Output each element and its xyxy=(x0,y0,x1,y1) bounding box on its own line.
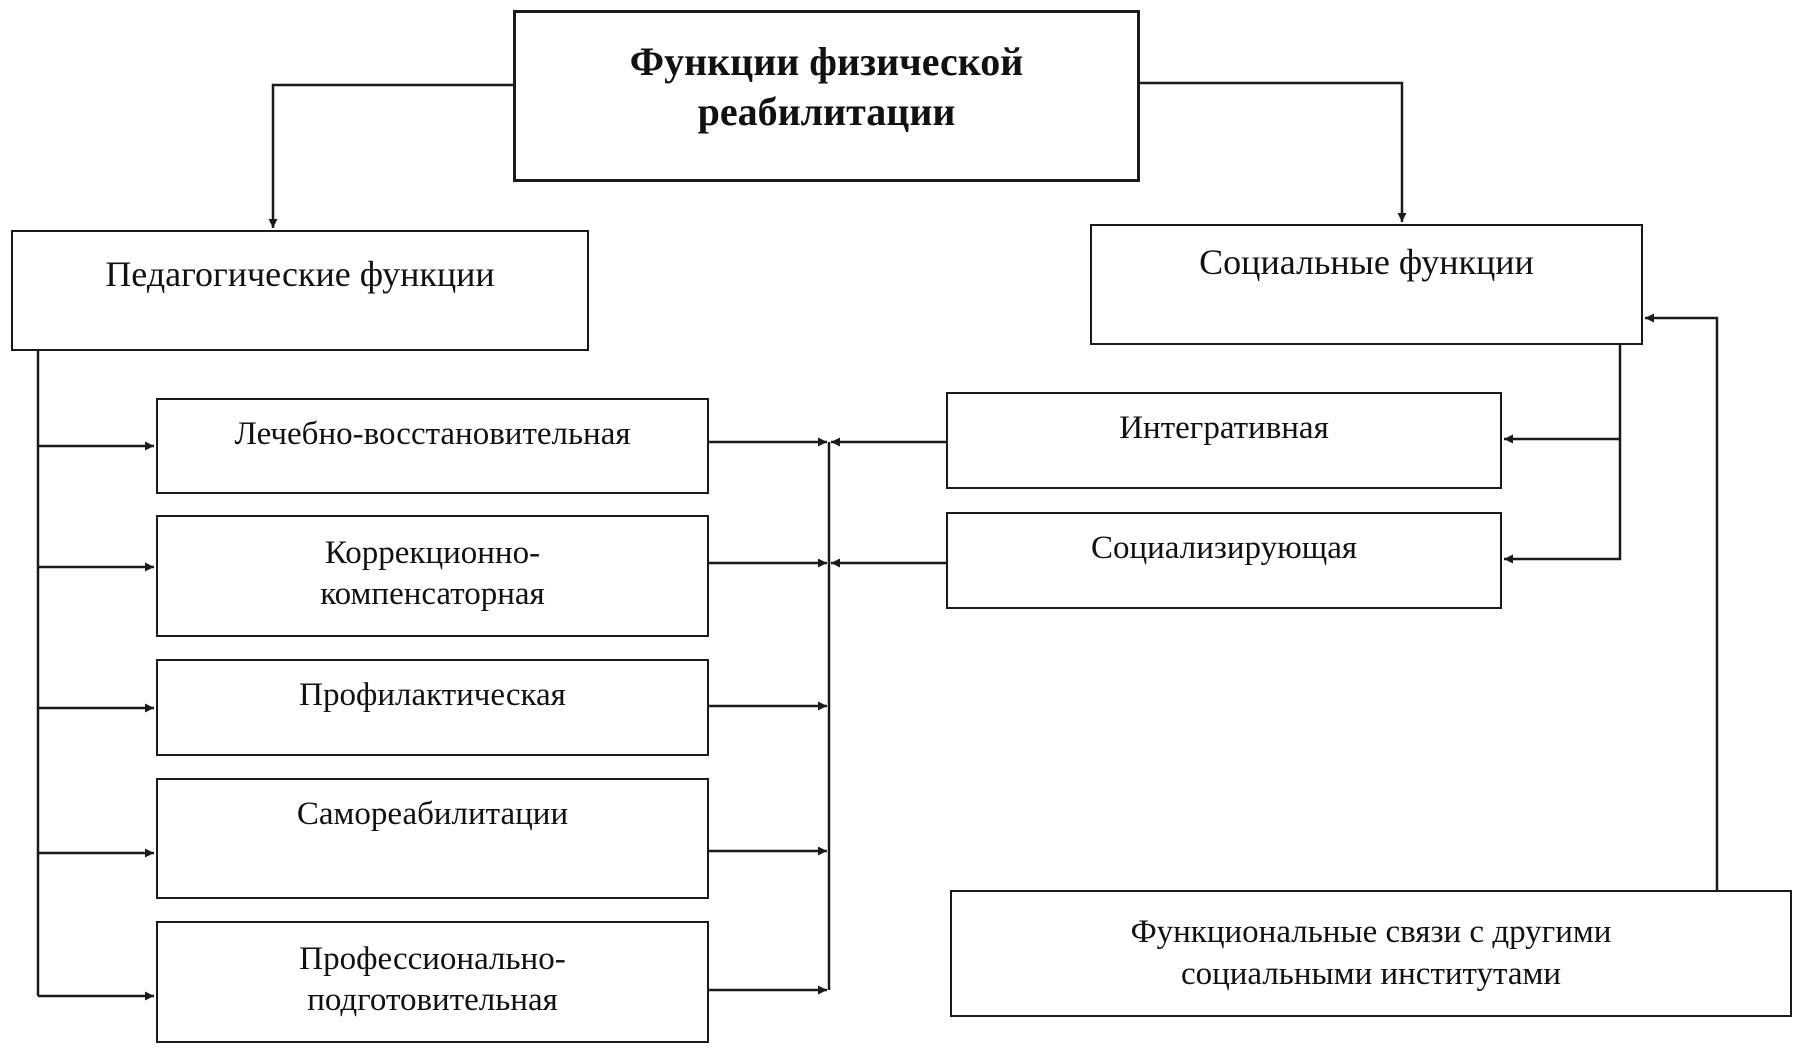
functional-links-line-2: социальными институтами xyxy=(1180,955,1562,992)
pedagogical-item-preventive: Профилактическая xyxy=(156,659,709,756)
arrow-root-to-social xyxy=(1140,81,1407,222)
pedagogical-item-correctional-compensatory: Коррекционно- компенсаторная xyxy=(156,515,709,637)
social-item-integrative: Интегративная xyxy=(946,392,1502,489)
pedagogical-item-label: компенсаторная xyxy=(320,576,545,613)
arrow-links-to-social xyxy=(1645,313,1719,890)
arrow-root-to-pedagogical xyxy=(268,83,513,228)
social-item-label: Социализирующая xyxy=(1090,530,1358,566)
pedagogical-item-label: Самореабилитации xyxy=(296,796,569,832)
pedagogical-item-professional-preparatory: Профессионально- подготовительная xyxy=(156,921,709,1043)
functional-links-box: Функциональные связи с другими социальны… xyxy=(950,890,1792,1017)
root-title-line-2: реабилитации xyxy=(697,89,956,134)
pedagogical-item-label: Профессионально- xyxy=(299,941,566,977)
social-item-socializing: Социализирующая xyxy=(946,512,1502,609)
root-box-physical-rehabilitation-functions: Функции физической реабилитации xyxy=(513,10,1140,182)
pedagogical-functions-box: Педагогические функции xyxy=(11,230,589,351)
social-functions-title: Социальные функции xyxy=(1199,242,1534,282)
pedagogical-item-label: Коррекционно- xyxy=(324,535,541,571)
pedagogical-functions-title: Педагогические функции xyxy=(105,254,495,294)
pedagogical-item-therapeutic-restorative: Лечебно-восстановительная xyxy=(156,398,709,494)
functional-links-line-1: Функциональные связи с другими xyxy=(1130,914,1612,951)
social-item-label: Интегративная xyxy=(1119,410,1329,446)
pedagogical-item-self-rehabilitation: Самореабилитации xyxy=(156,778,709,899)
pedagogical-item-label: Лечебно-восстановительная xyxy=(234,416,631,452)
pedagogical-item-label: подготовительная xyxy=(307,982,558,1019)
social-functions-box: Социальные функции xyxy=(1090,224,1643,345)
pedagogical-item-label: Профилактическая xyxy=(299,677,566,713)
social-trunk xyxy=(1504,345,1622,564)
root-title-line-1: Функции физической xyxy=(629,39,1024,84)
